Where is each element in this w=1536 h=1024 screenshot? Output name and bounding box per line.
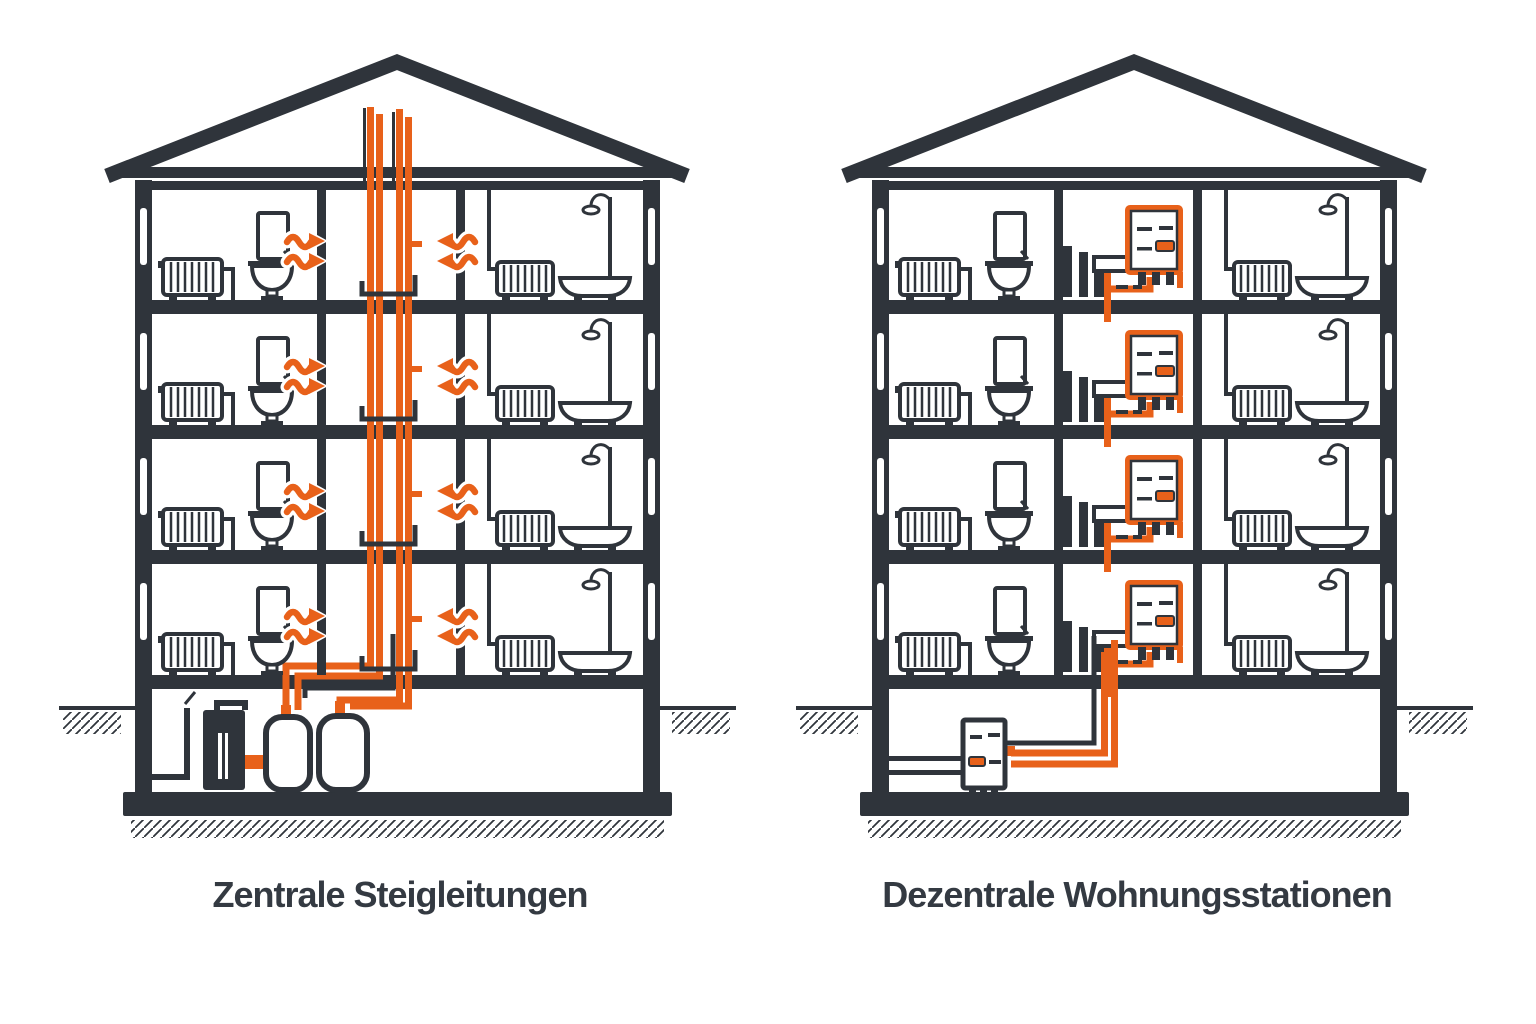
- boiler-icon: [203, 710, 245, 790]
- basement-boiler-room: [889, 636, 1118, 798]
- basement-orange-pipe: [294, 652, 383, 710]
- riser-pipe: [376, 114, 383, 654]
- caption-apartment-stations: Dezentrale Wohnungsstationen: [882, 874, 1392, 915]
- riser-pipe: [367, 107, 374, 641]
- caption-central-risers: Zentrale Steigleitungen: [212, 874, 588, 915]
- basement-orange-pipe: [282, 640, 374, 714]
- riser-orange-pipe: [1011, 640, 1118, 768]
- storage-tank-icon: [316, 713, 370, 793]
- flue-duct: [149, 708, 190, 780]
- central-riser-pipes: [282, 107, 412, 715]
- building-apartment-stations: [796, 62, 1473, 838]
- riser-dark-edge: [392, 112, 395, 182]
- tank-stub: [281, 705, 291, 718]
- supply-pipe: [889, 770, 965, 775]
- riser-dark-edge: [363, 108, 366, 182]
- boiler-slot: [218, 733, 222, 779]
- vent-tick: [183, 691, 197, 705]
- riser-orange-pipe: [1011, 652, 1108, 757]
- basement-orange-pipe: [350, 688, 412, 710]
- boiler-tank-connector: [245, 755, 266, 769]
- supply-pipe: [889, 756, 965, 761]
- riser-dark-pipe: [1005, 636, 1097, 746]
- boiler-slot: [225, 733, 228, 779]
- building-shell: [796, 62, 1473, 838]
- boiler-top-pipe: [214, 700, 248, 710]
- storage-tank-icon: [263, 714, 313, 793]
- basement-boiler-room: [149, 691, 370, 793]
- tank-stub: [335, 701, 345, 717]
- boiler-outlet-stub: [1003, 746, 1015, 756]
- basement-dark-pipe: [302, 634, 396, 698]
- riser-pipe: [405, 117, 412, 692]
- boiler-icon: [960, 717, 1008, 798]
- riser-pipe: [396, 109, 403, 679]
- building-central-risers: [59, 62, 736, 838]
